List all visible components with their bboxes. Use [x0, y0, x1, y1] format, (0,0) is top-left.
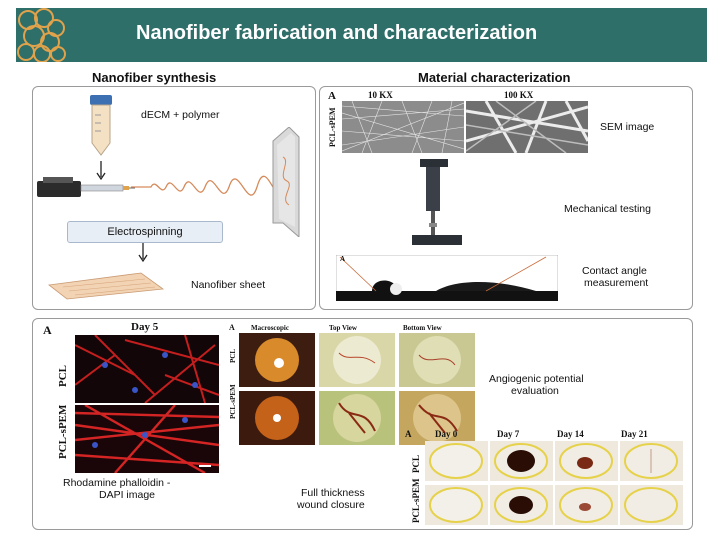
synthesis-heading: Nanofiber synthesis — [92, 70, 217, 85]
rhod-day-label: Day 5 — [131, 321, 159, 333]
rhod-caption-line2: DAPI image — [99, 489, 156, 501]
tube-label: dECM + polymer — [141, 109, 220, 121]
angio-col-bottom-view: Bottom View — [403, 324, 442, 332]
angio-label-line2: evaluation — [511, 385, 559, 397]
angio-letter: A — [229, 323, 235, 332]
sem-row-label: PCL-sPEM — [328, 107, 337, 147]
wound-day-14: Day 14 — [557, 429, 584, 439]
rhod-caption-line1: Rhodamine phalloidin - — [63, 477, 171, 489]
wound-letter: A — [405, 429, 412, 439]
sem-image-100kx — [466, 101, 588, 153]
rhod-row-pcl-spem: PCL-sPEM — [57, 404, 69, 459]
angiogenic-images — [239, 333, 475, 445]
contact-label-line2: measurement — [584, 277, 649, 289]
contact-label-line1: Contact angle — [582, 265, 647, 277]
rhod-row-pcl: PCL — [57, 365, 69, 387]
wound-day-0: Day 0 — [435, 429, 458, 439]
sem-mag-10kx: 10 KX — [368, 90, 393, 100]
characterization-heading: Material characterization — [418, 70, 571, 85]
syringe-pump-icon — [37, 177, 135, 197]
sem-image-10kx — [342, 101, 464, 153]
angio-col-top-view: Top View — [329, 324, 357, 332]
contact-letter: A — [340, 255, 346, 263]
panel-letter: A — [328, 90, 336, 102]
characterization-panel: A 10 KX 100 KX PCL-sPEM SEM image Mechan… — [319, 86, 693, 310]
wound-row-pcl: PCL — [411, 455, 421, 473]
sem-label: SEM image — [600, 121, 655, 133]
angio-row-pcl: PCL — [229, 349, 237, 363]
biological-panel: A Day 5 PCL PCL-sPEM Rhodamine phalloidi… — [32, 318, 693, 530]
electrospinning-box: Electrospinning — [67, 221, 223, 243]
header-banner: Nanofiber fabrication and characterizati… — [16, 8, 707, 63]
arrow-down-icon — [138, 243, 148, 263]
angio-label-line1: Angiogenic potential — [489, 373, 584, 385]
fiber-jet-icon — [131, 175, 279, 196]
wound-closure-images — [425, 441, 683, 525]
wound-label-line1: Full thickness — [301, 487, 365, 499]
rhodamine-image-pcl — [75, 335, 219, 403]
sem-mag-100kx: 100 KX — [504, 90, 534, 100]
rhod-letter: A — [43, 323, 52, 337]
contact-angle-image — [336, 255, 558, 301]
page-title: Nanofiber fabrication and characterizati… — [136, 22, 538, 44]
sheet-label: Nanofiber sheet — [191, 279, 266, 291]
rhodamine-image-pcl-spem — [75, 405, 219, 473]
wound-label-line2: wound closure — [297, 499, 365, 511]
synthesis-panel: dECM + polymer Electrospinning Nanofiber… — [32, 86, 316, 310]
wound-day-21: Day 21 — [621, 429, 648, 439]
nanofiber-logo — [16, 8, 66, 63]
wound-day-7: Day 7 — [497, 429, 520, 439]
nanofiber-sheet-icon — [47, 272, 165, 300]
mechanical-label: Mechanical testing — [564, 203, 651, 215]
wound-row-pcl-spem: PCL-sPEM — [411, 478, 421, 524]
arrow-down-icon — [96, 161, 106, 181]
angio-col-macroscopic: Macroscopic — [251, 324, 289, 332]
tube-icon — [90, 95, 112, 156]
collector-plate-icon — [272, 127, 300, 237]
angio-row-pcl-spem: PCL-sPEM — [229, 384, 237, 419]
mechanical-tester-icon — [412, 159, 462, 245]
